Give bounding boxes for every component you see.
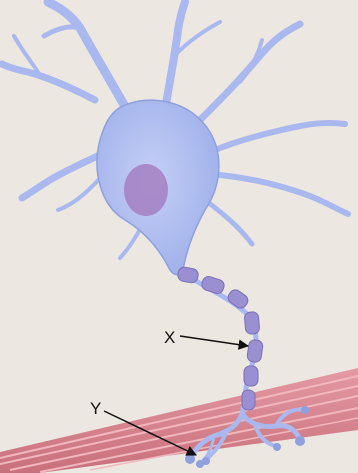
label-x: X bbox=[164, 329, 175, 346]
nucleus bbox=[124, 164, 168, 216]
label-y: Y bbox=[90, 400, 101, 417]
